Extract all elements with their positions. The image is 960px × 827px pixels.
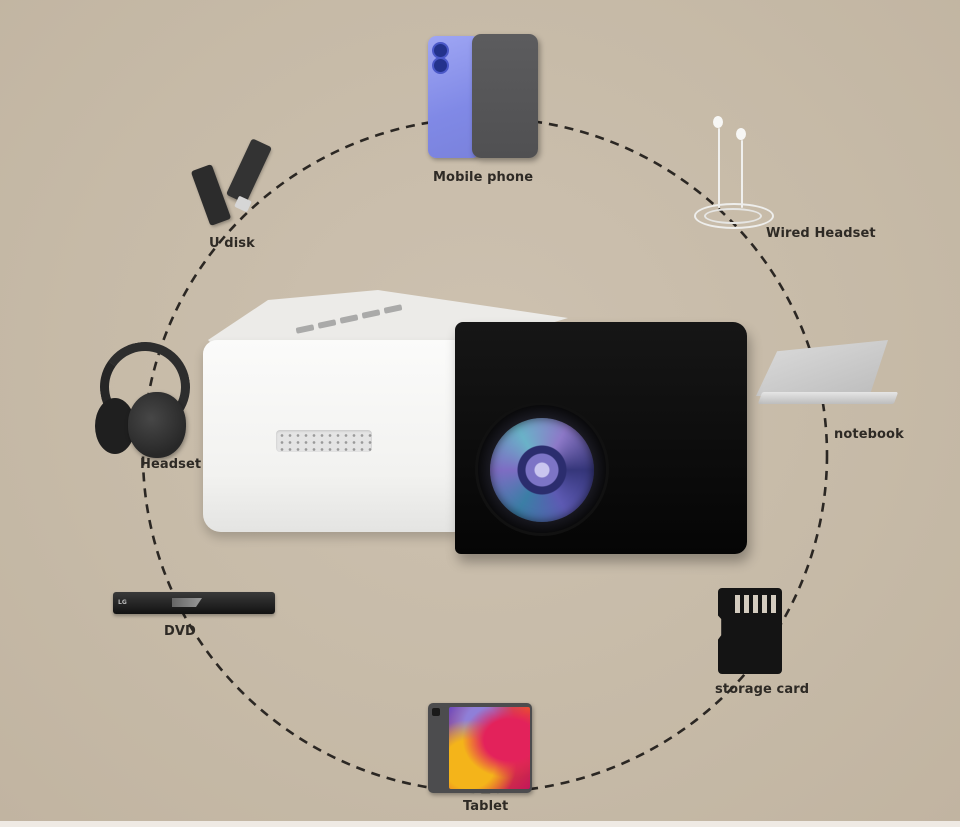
headset-label: Headset (140, 457, 202, 472)
sd-contact-icon (771, 595, 776, 613)
tablet-label: Tablet (463, 799, 509, 814)
sd-contact-icon (744, 595, 749, 613)
tablet-camera-icon (432, 708, 440, 716)
earphone-coil-icon (694, 203, 774, 229)
dvd-panel-icon (172, 598, 202, 607)
sd-contact-icon (762, 595, 767, 613)
dvd-brand-logo: LG (118, 599, 127, 606)
earphone-wire (741, 140, 743, 208)
earphone-coil-icon (704, 208, 762, 224)
projector-lens-icon (490, 418, 594, 522)
sd-contact-icon (735, 595, 740, 613)
phone-screen-icon (472, 34, 538, 158)
mobile-phone-label: Mobile phone (433, 170, 534, 185)
headphone-cup-icon (128, 392, 186, 458)
storage-card-label: storage card (715, 682, 810, 697)
bottom-border (0, 821, 960, 827)
wired-headset-label: Wired Headset (766, 226, 876, 241)
earbud-icon (736, 128, 746, 140)
notebook-label: notebook (834, 427, 904, 442)
camera-lens-icon (432, 57, 449, 74)
u-disk-label: U disk (209, 236, 255, 251)
earphone-wire (718, 128, 720, 208)
laptop-base-icon (757, 392, 899, 404)
tablet-screen-icon (449, 707, 530, 789)
speaker-grille-icon (276, 430, 372, 452)
dvd-label: DVD (164, 624, 196, 639)
sd-contact-icon (753, 595, 758, 613)
earbud-icon (713, 116, 723, 128)
